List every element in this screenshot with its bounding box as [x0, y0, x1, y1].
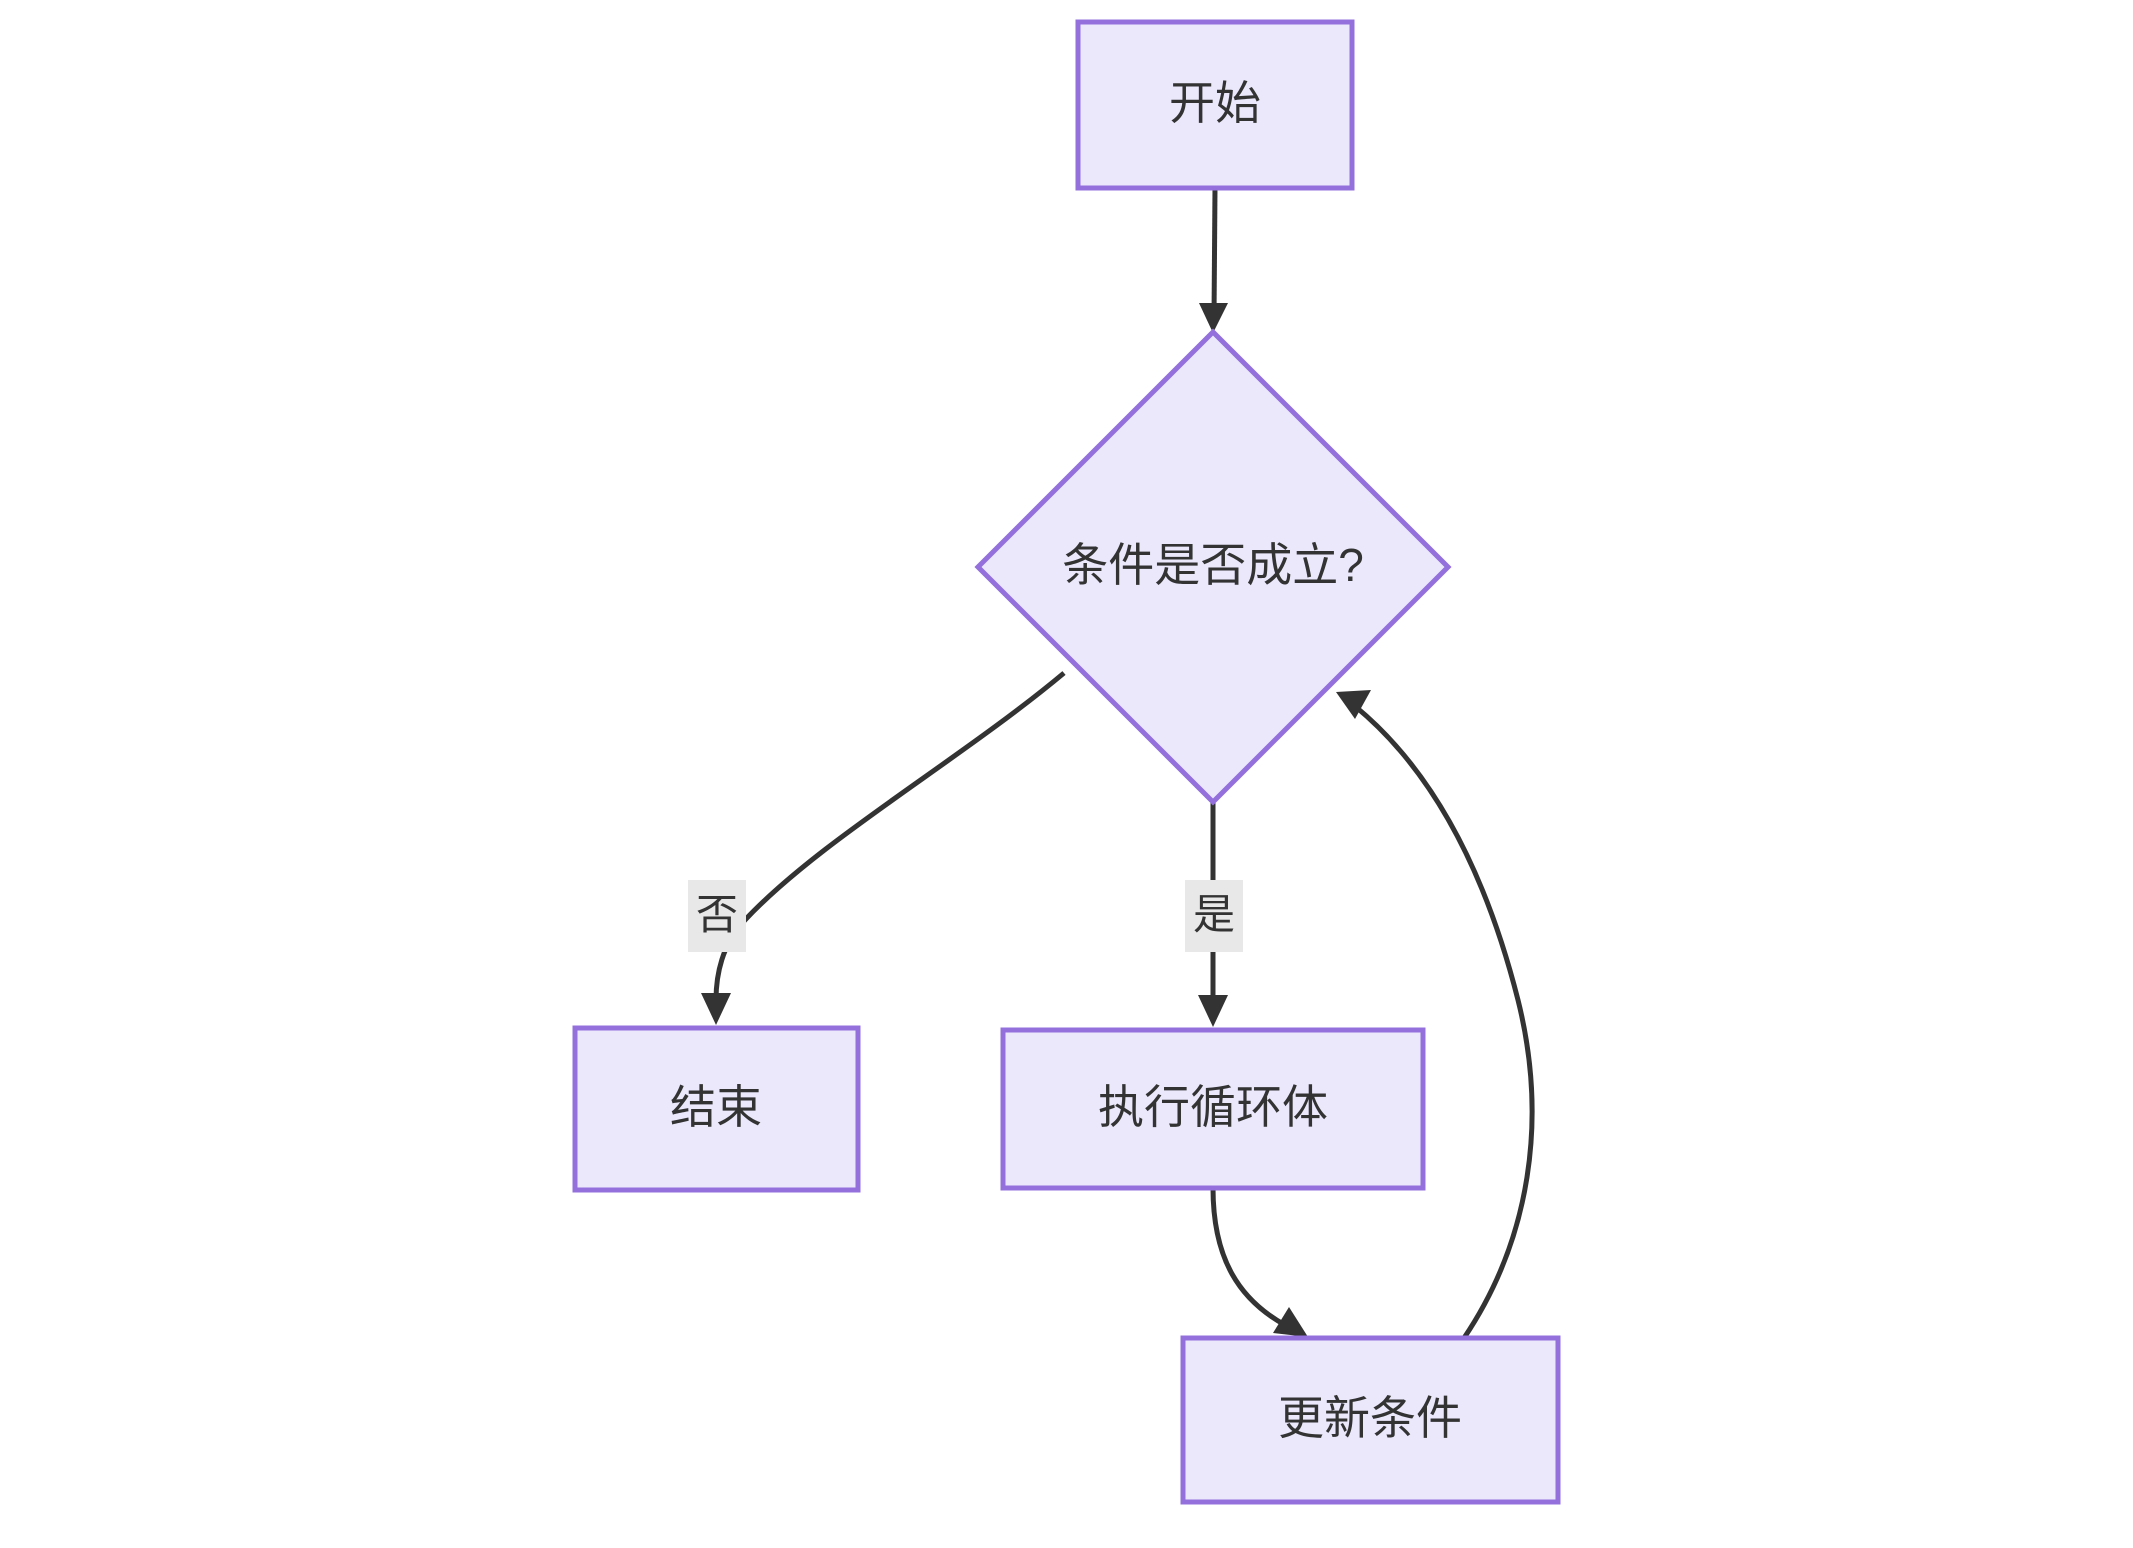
- node-end[interactable]: 结束: [572, 1025, 861, 1193]
- arrowhead-icon: [1273, 1307, 1308, 1337]
- edge-update-to-condition: [1336, 690, 1535, 1340]
- edge-condition-to-end: [701, 671, 1066, 1025]
- edge-line: [713, 671, 1066, 1001]
- edge-label-no-text: 否: [696, 891, 738, 938]
- edge-loop-body-to-update: [1210, 1187, 1308, 1337]
- arrowhead-icon: [1336, 690, 1371, 719]
- node-end-label: 结束: [670, 1081, 762, 1133]
- edge-label-no: 否: [688, 880, 746, 952]
- node-update-label: 更新条件: [1278, 1392, 1462, 1444]
- node-loop-body-shape[interactable]: [1000, 1027, 1426, 1191]
- edge-label-yes: 是: [1185, 880, 1243, 952]
- node-condition-shape[interactable]: [974, 328, 1452, 806]
- edge-label-yes-background: [1185, 880, 1243, 952]
- node-start-shape[interactable]: [1075, 19, 1355, 191]
- edge-line: [1210, 1187, 1287, 1328]
- edge-label-no-background: [688, 880, 746, 952]
- edge-line: [1354, 705, 1535, 1340]
- arrowhead-icon: [1198, 995, 1228, 1027]
- node-end-shape[interactable]: [572, 1025, 861, 1193]
- edge-label-yes-text: 是: [1193, 891, 1235, 938]
- node-loop-body-label: 执行循环体: [1098, 1081, 1328, 1133]
- node-start-label: 开始: [1169, 77, 1261, 129]
- node-condition[interactable]: 条件是否成立?: [974, 328, 1452, 806]
- arrowhead-icon: [701, 993, 731, 1025]
- arrowhead-icon: [1199, 303, 1228, 333]
- node-condition-label: 条件是否成立?: [1062, 539, 1364, 591]
- node-update[interactable]: 更新条件: [1180, 1335, 1561, 1505]
- edge-line: [1211, 187, 1218, 319]
- node-start[interactable]: 开始: [1075, 19, 1355, 191]
- node-loop-body[interactable]: 执行循环体: [1000, 1027, 1426, 1191]
- edge-start-to-condition: [1199, 187, 1228, 333]
- node-update-shape[interactable]: [1180, 1335, 1561, 1505]
